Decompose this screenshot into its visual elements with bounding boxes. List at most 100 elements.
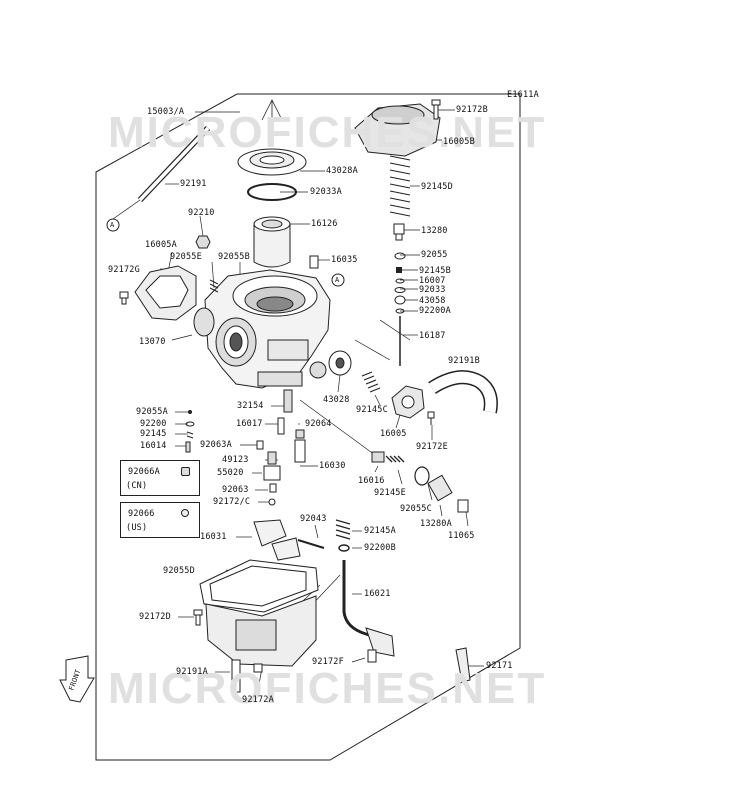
part-label: 15003/A: [147, 107, 185, 117]
screw-92172G: [119, 291, 129, 305]
nut-icon: [181, 467, 190, 476]
plunger-13070: [193, 307, 215, 337]
note-part-cn: 92066A: [128, 467, 160, 477]
rod-15003A: [106, 125, 211, 232]
part-label: 92172F: [312, 657, 344, 667]
ref-a-right: A: [335, 276, 340, 284]
needle-jet-16017: [277, 417, 285, 435]
float-bowl: [199, 559, 319, 667]
part-label: 92055B: [218, 252, 250, 262]
part-label: 92200A: [419, 306, 451, 316]
screw-92172E: [427, 411, 435, 425]
front-arrow-icon: [59, 655, 95, 703]
ref-a-left: A: [110, 221, 115, 229]
part-label: 43058: [419, 296, 446, 306]
part-label: 92055C: [400, 504, 432, 514]
part-label: 92063A: [200, 440, 232, 450]
part-label: 16005: [380, 429, 407, 439]
part-label: 92172E: [416, 442, 448, 452]
part-label: 92033: [419, 285, 446, 295]
carburetor-body: [204, 269, 331, 389]
part-label: 92172B: [456, 105, 488, 115]
spring-92145B: [396, 267, 402, 273]
oring-92055: [394, 252, 406, 260]
part-label: 92055: [421, 250, 448, 260]
part-label: 92172A: [242, 695, 274, 705]
part-label: 92145: [140, 429, 167, 439]
screw-92172D: [193, 609, 203, 626]
part-label: 92210: [188, 208, 215, 218]
note-part-us: 92066: [128, 509, 155, 519]
part-label: 92200: [140, 419, 167, 429]
part-label: 92033A: [310, 187, 342, 197]
part-label: 32154: [237, 401, 264, 411]
part-label: 92191B: [448, 356, 480, 366]
part-label: 92145E: [374, 488, 406, 498]
ring-92033A: [247, 183, 297, 201]
nut-icon: [181, 509, 189, 517]
part-label: 92172D: [139, 612, 171, 622]
note-box-cn: 92066A (CN): [120, 460, 200, 496]
holder-13280: [393, 223, 405, 241]
ref-circle-a: [331, 273, 345, 287]
part-label: 13280: [421, 226, 448, 236]
part-label: 16005A: [145, 240, 177, 250]
part-label: 16017: [236, 419, 263, 429]
part-label: 55020: [217, 468, 244, 478]
part-label: 92200B: [364, 543, 396, 553]
note-region-us: (US): [126, 523, 148, 533]
part-label: 92055E: [170, 252, 202, 262]
part-label: 13280A: [420, 519, 452, 529]
part-label: 92063: [222, 485, 249, 495]
note-box-us: 92066 (US): [120, 502, 200, 538]
part-label: 16126: [311, 219, 338, 229]
cover-16005A: [134, 265, 197, 321]
ring-92033: [394, 287, 406, 293]
diaphragm-43028A: [237, 148, 307, 176]
watermark-top: MICROFICHES.NET: [108, 108, 547, 157]
piston-16126: [253, 216, 291, 268]
top-cover-16005B: [354, 103, 441, 157]
part-label: 16030: [319, 461, 346, 471]
part-label: 92172/C: [213, 497, 251, 507]
nut-92210: [195, 235, 211, 249]
washer-43058: [394, 295, 406, 305]
part-label: 92145C: [356, 405, 388, 415]
part-label: 92043: [300, 514, 327, 524]
part-label: 92145A: [364, 526, 396, 536]
part-label: 92191A: [176, 667, 208, 677]
part-label: 92172G: [108, 265, 140, 275]
part-label: 16005B: [443, 137, 475, 147]
screw-92172B: [431, 99, 441, 120]
part-label: 49123: [222, 455, 249, 465]
part-label: 92171: [486, 661, 513, 671]
part-label: 92191: [180, 179, 207, 189]
part-label: 92055D: [163, 566, 195, 576]
part-label: 92064: [305, 419, 332, 429]
part-label: 16016: [358, 476, 385, 486]
part-label: 92145D: [421, 182, 453, 192]
float-16031: [253, 519, 301, 561]
cap-16035: [309, 255, 319, 269]
part-label: 43028A: [326, 166, 358, 176]
oring-92200A: [395, 308, 405, 314]
note-region-cn: (CN): [126, 481, 148, 491]
part-label: 16021: [364, 589, 391, 599]
part-label: 16007: [419, 276, 446, 286]
spring-92145D: [389, 155, 411, 217]
part-label: 92055A: [136, 407, 168, 417]
part-label: 16031: [200, 532, 227, 542]
watermark-bottom: MICROFICHES.NET: [108, 664, 547, 713]
diaphragm-43028: [328, 350, 352, 376]
cover-16005: [391, 385, 425, 419]
part-label: 92145B: [419, 266, 451, 276]
clip-16007: [395, 278, 405, 284]
part-label: 16014: [140, 441, 167, 451]
spring-92145C: [361, 371, 381, 393]
part-label: 43028: [323, 395, 350, 405]
part-label: 13070: [139, 337, 166, 347]
part-label: 16035: [331, 255, 358, 265]
jet-32154: [283, 389, 293, 413]
